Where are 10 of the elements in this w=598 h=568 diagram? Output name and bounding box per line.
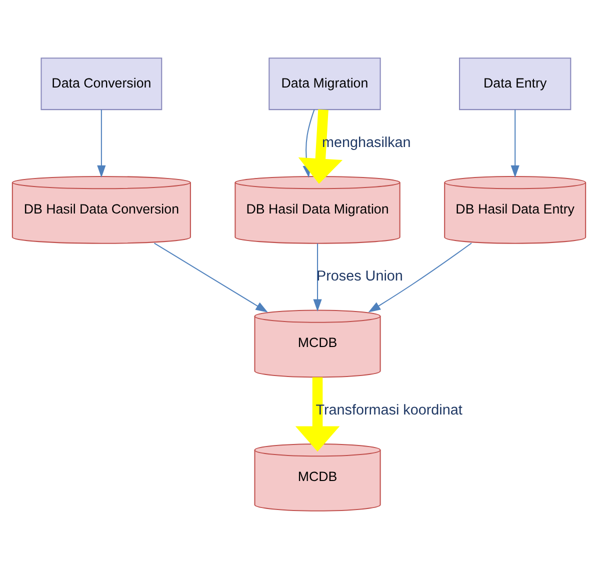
arrow [295,376,340,452]
arrow [154,242,268,312]
node-box: Data Conversion [40,57,162,110]
arrow [298,108,343,184]
arrow [368,242,472,312]
node-box: Data Entry [459,57,572,110]
arrow [313,242,322,312]
arrow [510,109,520,178]
node-box: Data Migration [268,57,381,110]
arrow [97,109,106,178]
